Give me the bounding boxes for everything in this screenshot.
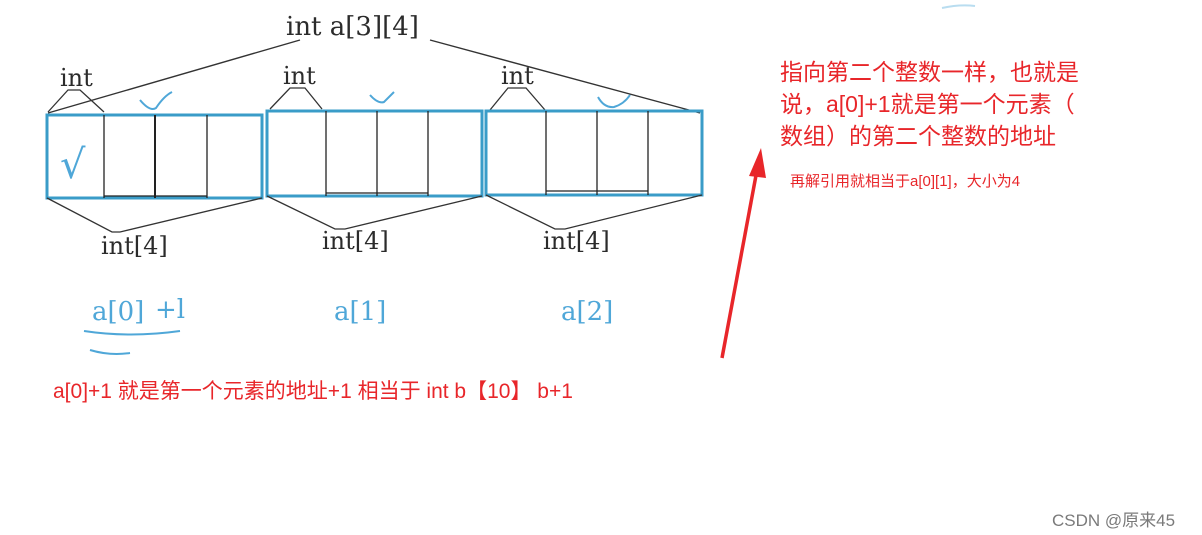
top-note: 指向第二个整数一样，也就是 说，a[0]+1就是第一个元素（ 数组）的第二个整数… [780,56,1079,152]
int-bracket-0 [47,89,105,113]
underline-2 [89,349,131,355]
top-note-line-1: 指向第二个整数一样，也就是 [780,59,1079,85]
tick-mark-2 [597,94,631,109]
row-bracket-1 [266,195,483,230]
row-bracket-0 [46,197,263,233]
row-label-0: a[0] [92,297,144,327]
top-note-line-3: 数组）的第二个整数的地址 [780,123,1056,149]
tick-mark-1 [369,91,395,104]
int-bracket-1 [269,87,323,110]
row-type-label-1: int[4] [322,227,389,255]
row-type-label-2: int[4] [543,227,610,255]
top-note-line-2: 说，a[0]+1就是第一个元素（ [780,91,1075,117]
element-type-label-0: int [60,64,93,92]
row-bracket-2 [485,194,703,230]
row-1 [265,109,484,198]
row-label-0-suffix: +l [155,295,185,325]
watermark: CSDN @原来45 [1052,511,1176,530]
check-mark: √ [60,142,86,188]
title-connector-left [47,39,301,114]
element-type-label-2: int [501,62,534,90]
arrow-shaft [720,169,759,359]
title-connector-right [429,39,701,114]
stray-mark [941,4,976,9]
sub-note: 再解引用就相当于a[0][1]，大小为4 [790,173,1021,190]
array-declaration-label: int a[3][4] [286,12,419,42]
bottom-note: a[0]+1 就是第一个元素的地址+1 相当于 int b【10】 b+1 [53,380,573,403]
row-label-2: a[2] [561,297,613,327]
underline-1 [83,330,181,336]
row-0 [45,113,264,200]
row-2 [484,109,704,197]
element-type-label-1: int [283,62,316,90]
row-label-1: a[1] [334,297,386,327]
row-type-label-0: int[4] [101,232,168,260]
int-bracket-2 [489,87,546,111]
tick-mark-0 [139,91,173,110]
arrow-head [749,148,766,178]
